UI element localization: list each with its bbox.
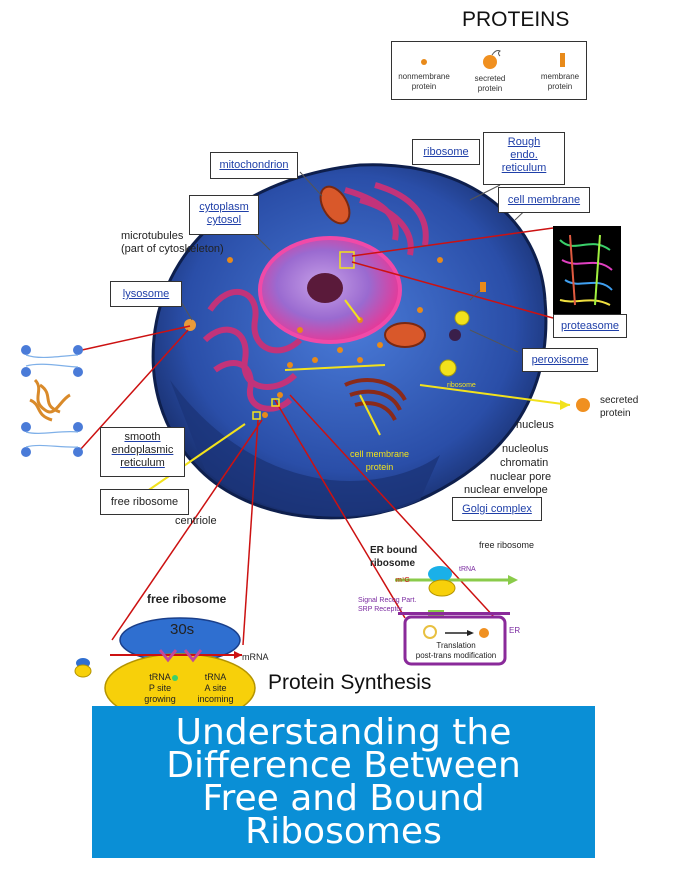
legend-icons bbox=[421, 50, 565, 69]
er-ribosome-small bbox=[428, 566, 452, 582]
label-cell-membrane-protein: cell membrane protein bbox=[350, 449, 410, 472]
label-cytoplasm: cytoplasm cytosol bbox=[189, 195, 259, 235]
protein-legend: nonmembrane protein secreted protein mem… bbox=[391, 41, 587, 100]
legend-secreted: secreted protein bbox=[474, 74, 506, 93]
label-peroxisome: peroxisome bbox=[522, 348, 598, 372]
inset-translation: Translation post-trans modification bbox=[415, 641, 497, 660]
label-nucleus: nucleus bbox=[516, 419, 554, 431]
inset-trna-right: tRNA bbox=[459, 566, 476, 573]
label-nuclear-pore: nuclear pore bbox=[490, 471, 552, 483]
membrane-protein-icon bbox=[560, 53, 565, 67]
inset-free-ribosome-right: free ribosome bbox=[479, 540, 535, 550]
label-smooth-er: smooth endoplasmic reticulum bbox=[100, 427, 185, 477]
inset-signal-recog: Signal Recog Part. SRP Receptor bbox=[358, 597, 417, 613]
label-lysosome: lysosome bbox=[110, 281, 182, 307]
label-smooth-er-text: smooth endoplasmic reticulum bbox=[111, 431, 174, 469]
yellow-arrows bbox=[139, 299, 571, 497]
rough-er-shape bbox=[202, 182, 429, 412]
inset-m7g: m⁷G bbox=[396, 577, 410, 584]
label-ribosome-inner: ribosome bbox=[447, 382, 476, 389]
inset-30s-label: 30s bbox=[170, 621, 195, 638]
label-microtubules: microtubules (part of cytoskeleton) bbox=[121, 230, 224, 255]
label-centriole: centriole bbox=[175, 515, 217, 527]
protein-synthesis-title: Protein Synthesis bbox=[268, 671, 432, 694]
inset-er-label: ER bbox=[509, 626, 521, 635]
label-nuclear-envelope: nuclear envelope bbox=[464, 484, 548, 496]
inset-trna-p: tRNA P site growing bbox=[144, 672, 176, 704]
legend-membrane: membrane protein bbox=[540, 72, 580, 91]
membrane-protein-image bbox=[21, 345, 83, 457]
secreted-protein-icon bbox=[483, 55, 497, 69]
legend-nonmembrane: nonmembrane protein bbox=[398, 72, 450, 91]
inset-free-ribosome-title: free ribosome bbox=[147, 592, 227, 606]
mitochondrion-shape bbox=[319, 185, 351, 225]
label-proteasome: proteasome bbox=[553, 314, 627, 338]
label-free-ribosome: free ribosome bbox=[100, 489, 189, 515]
inset-er-bound-title: ER bound ribosome bbox=[370, 545, 418, 569]
proteasome-image bbox=[553, 226, 621, 314]
label-cell-membrane: cell membrane bbox=[498, 187, 590, 213]
inset-mrna-label: mRNA bbox=[242, 652, 269, 662]
proteins-title: PROTEINS bbox=[462, 8, 570, 31]
label-nucleolus: nucleolus bbox=[502, 443, 549, 455]
label-chromatin: chromatin bbox=[500, 457, 549, 469]
label-rough-er: Rough endo. reticulum bbox=[483, 132, 565, 185]
label-golgi: Golgi complex bbox=[452, 497, 542, 521]
label-rough-er-text: Rough endo. reticulum bbox=[501, 136, 547, 174]
label-mitochondrion: mitochondrion bbox=[210, 152, 298, 179]
inset-trna-a: tRNA A site incoming bbox=[197, 672, 234, 704]
label-secreted-protein: secreted protein bbox=[600, 395, 639, 419]
title-banner: Understanding the Difference Between Fre… bbox=[92, 706, 595, 858]
golgi-shape bbox=[344, 378, 407, 421]
nucleolus-shape bbox=[307, 273, 343, 303]
small-ribosome-icon bbox=[74, 658, 92, 678]
er-ribosome-large bbox=[428, 579, 456, 597]
banner-title: Understanding the Difference Between Fre… bbox=[166, 712, 521, 852]
nonmembrane-protein-icon bbox=[421, 59, 427, 65]
label-ribosome: ribosome bbox=[412, 139, 480, 165]
